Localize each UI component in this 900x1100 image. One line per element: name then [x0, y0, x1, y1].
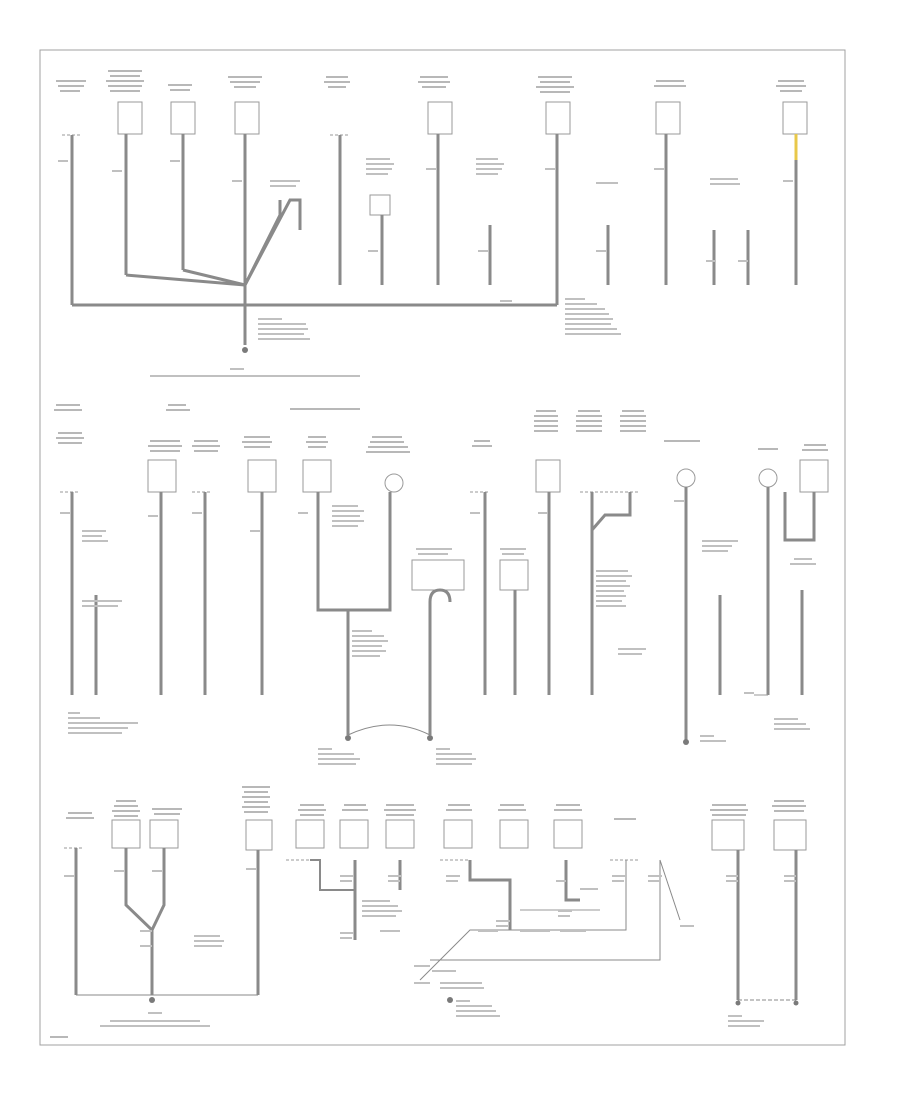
connector-box	[799, 459, 829, 493]
connector-box	[339, 819, 369, 849]
connector-box	[117, 101, 143, 135]
ground-point	[427, 735, 433, 741]
bottom-wires	[74, 848, 798, 1001]
connector-box	[111, 819, 141, 849]
ground-point	[735, 1000, 741, 1006]
connector-round	[676, 468, 696, 488]
connector-box	[245, 819, 273, 851]
middle-header-labels	[54, 404, 828, 453]
ground-point	[447, 997, 453, 1003]
ground-point	[683, 739, 689, 745]
connector-box	[553, 819, 583, 849]
top-wire-labels	[58, 158, 793, 377]
top-wires	[70, 134, 798, 345]
connector-box	[711, 819, 745, 851]
connector-box	[234, 101, 260, 135]
ground-point	[793, 1000, 799, 1006]
diagram-frame	[39, 49, 846, 1046]
connector-box	[302, 459, 332, 493]
middle-wires	[70, 487, 816, 740]
component-outline	[499, 559, 529, 591]
connector-box	[295, 819, 325, 849]
top-header-labels	[56, 70, 806, 93]
middle-section	[54, 404, 829, 765]
connector-box	[247, 459, 277, 493]
connector-box	[443, 819, 473, 849]
ground-point	[242, 347, 248, 353]
footer-code-mark	[50, 1036, 68, 1038]
connector-box	[535, 459, 561, 493]
bottom-header-labels	[66, 786, 806, 820]
connector-box	[369, 194, 391, 216]
connector-box	[773, 819, 807, 851]
connector-box	[545, 101, 571, 135]
ground-point	[345, 735, 351, 741]
connector-round	[758, 468, 778, 488]
connector-box	[147, 459, 177, 493]
top-section	[56, 70, 808, 377]
connector-box	[782, 101, 808, 135]
connector-box	[170, 101, 196, 135]
connector-box	[655, 101, 681, 135]
connector-box	[149, 819, 179, 849]
bottom-section	[64, 786, 807, 1027]
middle-wire-labels	[60, 500, 816, 765]
bottom-wire-labels	[64, 868, 796, 1027]
component-outline	[411, 559, 465, 591]
ground-point	[149, 997, 155, 1003]
connector-box	[427, 101, 453, 135]
connector-box	[385, 819, 415, 849]
connector-round	[384, 473, 404, 493]
connector-box	[499, 819, 529, 849]
